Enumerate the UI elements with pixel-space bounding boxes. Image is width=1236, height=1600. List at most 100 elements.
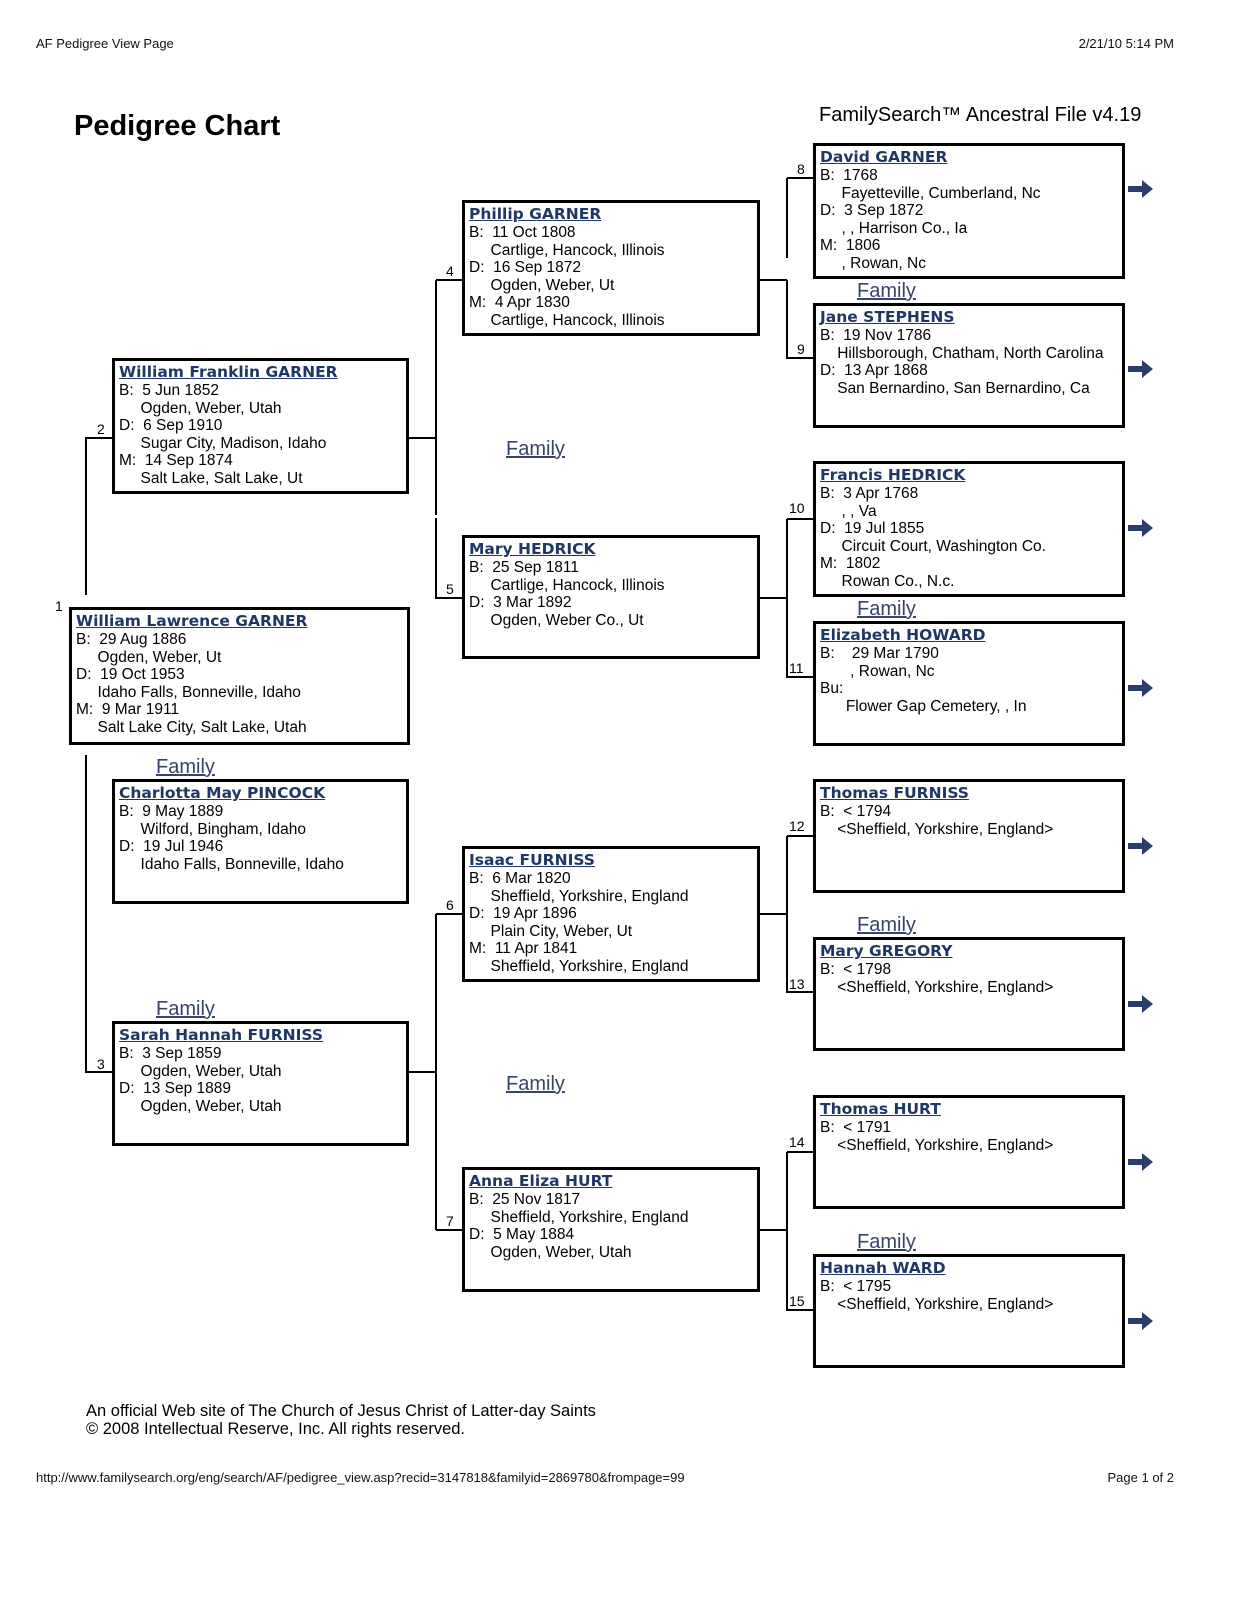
person-box-15: Hannah WARD B: < 1795 <Sheffield, Yorksh… [813, 1254, 1125, 1368]
person-detail: D: 16 Sep 1872 [469, 259, 582, 276]
page-url: http://www.familysearch.org/eng/search/A… [36, 1470, 685, 1485]
generation-number: 11 [789, 660, 804, 676]
person-name-link[interactable]: Elizabeth HOWARD [820, 626, 986, 644]
person-detail: Salt Lake City, Salt Lake, Utah [76, 718, 307, 736]
family-link[interactable]: Family [506, 1073, 565, 1095]
person-detail: B: < 1794 [820, 803, 892, 820]
person-detail: , , Va [820, 502, 877, 520]
person-detail: <Sheffield, Yorkshire, England> [820, 1295, 1054, 1313]
person-name-link[interactable]: William Lawrence GARNER [76, 612, 308, 630]
person-detail: D: 6 Sep 1910 [119, 417, 223, 434]
right-arrow-icon[interactable] [1128, 835, 1154, 857]
person-detail: D: 3 Sep 1872 [820, 202, 924, 219]
person-detail: Idaho Falls, Bonneville, Idaho [119, 855, 344, 873]
right-arrow-icon[interactable] [1128, 677, 1154, 699]
person-name-link[interactable]: Sarah Hannah FURNISS [119, 1026, 324, 1044]
person-detail: Cartlige, Hancock, Illinois [469, 311, 665, 329]
person-name-link[interactable]: Francis HEDRICK [820, 466, 966, 484]
right-arrow-icon[interactable] [1128, 1151, 1154, 1173]
generation-number: 15 [789, 1293, 805, 1309]
person-detail: B: 11 Oct 1808 [469, 224, 576, 241]
footer-notice: An official Web site of The Church of Je… [86, 1402, 596, 1438]
person-name-link[interactable]: William Franklin GARNER [119, 363, 338, 381]
person-name-link[interactable]: Mary GREGORY [820, 942, 953, 960]
person-name-link[interactable]: Thomas FURNISS [820, 784, 969, 802]
generation-number: 1 [55, 598, 63, 614]
right-arrow-icon[interactable] [1128, 517, 1154, 539]
person-detail: D: 3 Mar 1892 [469, 594, 572, 611]
generation-number: 10 [789, 500, 805, 516]
person-detail: B: 25 Nov 1817 [469, 1191, 581, 1208]
person-detail: Ogden, Weber, Utah [119, 1097, 282, 1115]
person-detail: Hillsborough, Chatham, North Carolina [820, 344, 1104, 362]
family-link[interactable]: Family [857, 1231, 916, 1253]
family-link[interactable]: Family [857, 598, 916, 620]
family-link[interactable]: Family [857, 914, 916, 936]
person-detail: Ogden, Weber, Ut [469, 276, 615, 294]
person-name-link[interactable]: Anna Eliza HURT [469, 1172, 613, 1190]
person-detail: M: 4 Apr 1830 [469, 294, 570, 311]
page-title: Pedigree Chart [74, 110, 281, 142]
person-name-link[interactable]: Charlotta May PINCOCK [119, 784, 326, 802]
person-detail: B: 3 Apr 1768 [820, 485, 919, 502]
page-header-title: AF Pedigree View Page [36, 36, 174, 51]
right-arrow-icon[interactable] [1128, 178, 1154, 200]
person-detail: B: 29 Mar 1790 [820, 645, 939, 662]
generation-number: 14 [789, 1134, 805, 1150]
person-detail: <Sheffield, Yorkshire, England> [820, 820, 1054, 838]
generation-number: 3 [97, 1056, 105, 1072]
family-link[interactable]: Family [156, 998, 215, 1020]
person-detail: D: 13 Sep 1889 [119, 1080, 232, 1097]
generation-number: 8 [797, 161, 805, 177]
person-detail: D: 19 Jul 1946 [119, 838, 224, 855]
person-detail: M: 11 Apr 1841 [469, 940, 578, 957]
person-detail: D: 19 Jul 1855 [820, 520, 925, 537]
person-detail: B: 25 Sep 1811 [469, 559, 580, 576]
person-detail: B: 9 May 1889 [119, 803, 224, 820]
person-detail: Idaho Falls, Bonneville, Idaho [76, 683, 301, 701]
person-detail: Sheffield, Yorkshire, England [469, 957, 689, 975]
person-name-link[interactable]: Thomas HURT [820, 1100, 941, 1118]
right-arrow-icon[interactable] [1128, 993, 1154, 1015]
person-detail: B: 19 Nov 1786 [820, 327, 932, 344]
person-box-2: William Franklin GARNER B: 5 Jun 1852 Og… [112, 358, 409, 494]
person-detail: B: 1768 [820, 167, 878, 184]
person-box-6: Isaac FURNISS B: 6 Mar 1820 Sheffield, Y… [462, 846, 760, 982]
person-detail: Rowan Co., N.c. [820, 572, 955, 590]
person-detail: Bu: [820, 680, 844, 697]
person-name-link[interactable]: David GARNER [820, 148, 948, 166]
person-box-13: Mary GREGORY B: < 1798 <Sheffield, Yorks… [813, 937, 1125, 1051]
right-arrow-icon[interactable] [1128, 358, 1154, 380]
person-detail: B: < 1795 [820, 1278, 892, 1295]
person-detail: Sugar City, Madison, Idaho [119, 434, 327, 452]
person-detail: Sheffield, Yorkshire, England [469, 887, 689, 905]
right-arrow-icon[interactable] [1128, 1310, 1154, 1332]
generation-number: 7 [446, 1213, 454, 1229]
person-name-link[interactable]: Mary HEDRICK [469, 540, 596, 558]
person-name-link[interactable]: Hannah WARD [820, 1259, 946, 1277]
family-link[interactable]: Family [506, 438, 565, 460]
person-name-link[interactable]: Phillip GARNER [469, 205, 602, 223]
person-detail: B: < 1791 [820, 1119, 892, 1136]
generation-number: 4 [446, 263, 454, 279]
person-box-7: Anna Eliza HURT B: 25 Nov 1817 Sheffield… [462, 1167, 760, 1292]
person-detail: B: < 1798 [820, 961, 892, 978]
person-detail: Sheffield, Yorkshire, England [469, 1208, 689, 1226]
person-detail: , Rowan, Nc [820, 254, 926, 272]
page-number: Page 1 of 2 [1107, 1470, 1175, 1485]
family-link[interactable]: Family [857, 280, 916, 302]
person-detail: Ogden, Weber, Ut [76, 648, 222, 666]
family-link[interactable]: Family [156, 756, 215, 778]
person-detail: Ogden, Weber Co., Ut [469, 611, 644, 629]
person-detail: D: 5 May 1884 [469, 1226, 575, 1243]
person-box-12: Thomas FURNISS B: < 1794 <Sheffield, Yor… [813, 779, 1125, 893]
spouse-box: Charlotta May PINCOCK B: 9 May 1889 Wilf… [112, 779, 409, 904]
person-detail: <Sheffield, Yorkshire, England> [820, 1136, 1054, 1154]
person-name-link[interactable]: Jane STEPHENS [820, 308, 955, 326]
person-box-5: Mary HEDRICK B: 25 Sep 1811 Cartlige, Ha… [462, 535, 760, 659]
generation-number: 9 [797, 341, 805, 357]
person-box-14: Thomas HURT B: < 1791 <Sheffield, Yorksh… [813, 1095, 1125, 1209]
person-detail: San Bernardino, San Bernardino, Ca [820, 379, 1090, 397]
person-name-link[interactable]: Isaac FURNISS [469, 851, 595, 869]
